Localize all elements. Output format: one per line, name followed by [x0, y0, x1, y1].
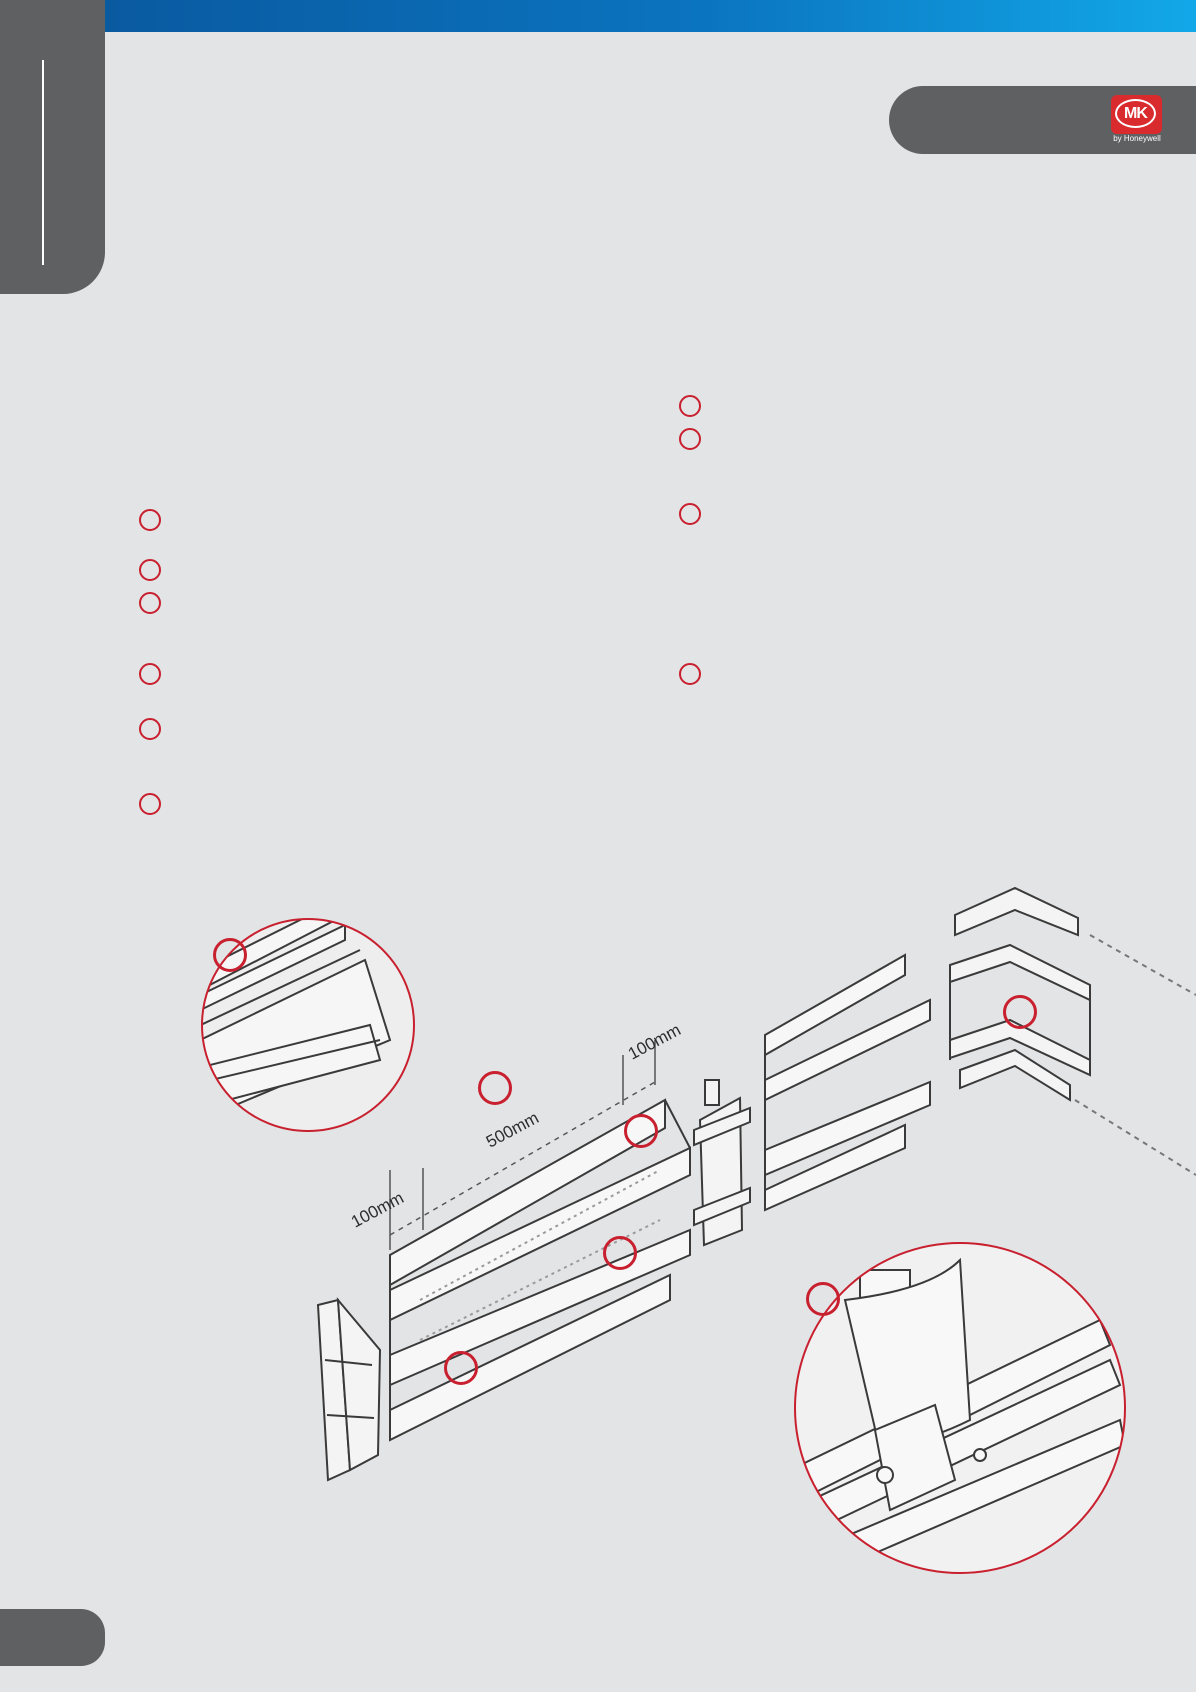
step-marker-6 [139, 793, 161, 815]
mk-logo-text: MK [1115, 99, 1156, 128]
mk-logo: MK [1111, 95, 1162, 134]
detail-circle-trunking-profile [201, 918, 415, 1132]
detail-circle-bracket [794, 1242, 1126, 1574]
illus-marker-b [478, 1071, 512, 1105]
step-marker-9 [679, 503, 701, 525]
step-marker-8 [679, 428, 701, 450]
step-marker-1 [139, 509, 161, 531]
illus-marker-g [806, 1282, 840, 1316]
trunking-section-drawing [389, 1098, 691, 1442]
internal-corner-drawing [949, 886, 1196, 1176]
illus-marker-e [444, 1351, 478, 1385]
side-tab-divider [42, 60, 44, 265]
side-section-tab [0, 0, 105, 294]
step-marker-10 [679, 663, 701, 685]
top-color-bar [105, 0, 1196, 32]
dim-span: 500mm [483, 1108, 542, 1151]
step-marker-2 [139, 559, 161, 581]
step-marker-4 [139, 663, 161, 685]
joint-coupler-drawing [693, 1079, 751, 1247]
trunking-section-2-drawing [764, 953, 931, 1212]
page-number-tab [0, 1609, 105, 1666]
logo-subtitle: by Honeywell [1113, 134, 1161, 143]
step-marker-3 [139, 592, 161, 614]
illus-marker-d [603, 1236, 637, 1270]
end-cap-drawing [316, 1296, 382, 1482]
step-marker-7 [679, 395, 701, 417]
illus-marker-c [624, 1114, 658, 1148]
dim-left-offset: 100mm [348, 1188, 407, 1231]
dimension-lines [389, 1040, 656, 1250]
illus-marker-a [213, 938, 247, 972]
illus-marker-f [1003, 995, 1037, 1029]
step-marker-5 [139, 718, 161, 740]
